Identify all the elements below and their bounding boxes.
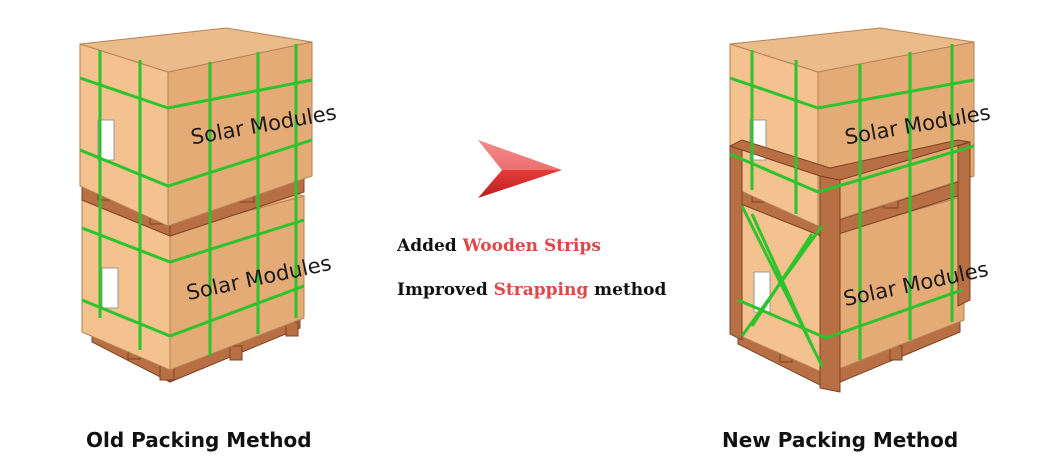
new-packing-illustration: Solar Modules Solar Modules [728, 27, 992, 393]
new-straps [729, 44, 975, 367]
right-arrow-icon [478, 140, 562, 198]
note-wooden-strips-highlight: Wooden Strips [462, 236, 601, 256]
caption-old-packing: Old Packing Method [86, 428, 312, 452]
caption-new-packing: New Packing Method [722, 428, 959, 452]
note-wooden-strips-prefix: Added [397, 236, 463, 256]
note-strapping-highlight: Strapping [493, 280, 589, 300]
note-strapping-suffix: method [588, 280, 667, 300]
old-packing-illustration: Solar Modules Solar Modules [79, 27, 338, 383]
note-strapping-prefix: Improved [397, 280, 494, 300]
note-strapping: Improved Strapping method [397, 280, 666, 300]
note-wooden-strips: Added Wooden Strips [397, 236, 601, 256]
old-straps [79, 44, 313, 356]
old-lower-label-plate [101, 267, 119, 309]
